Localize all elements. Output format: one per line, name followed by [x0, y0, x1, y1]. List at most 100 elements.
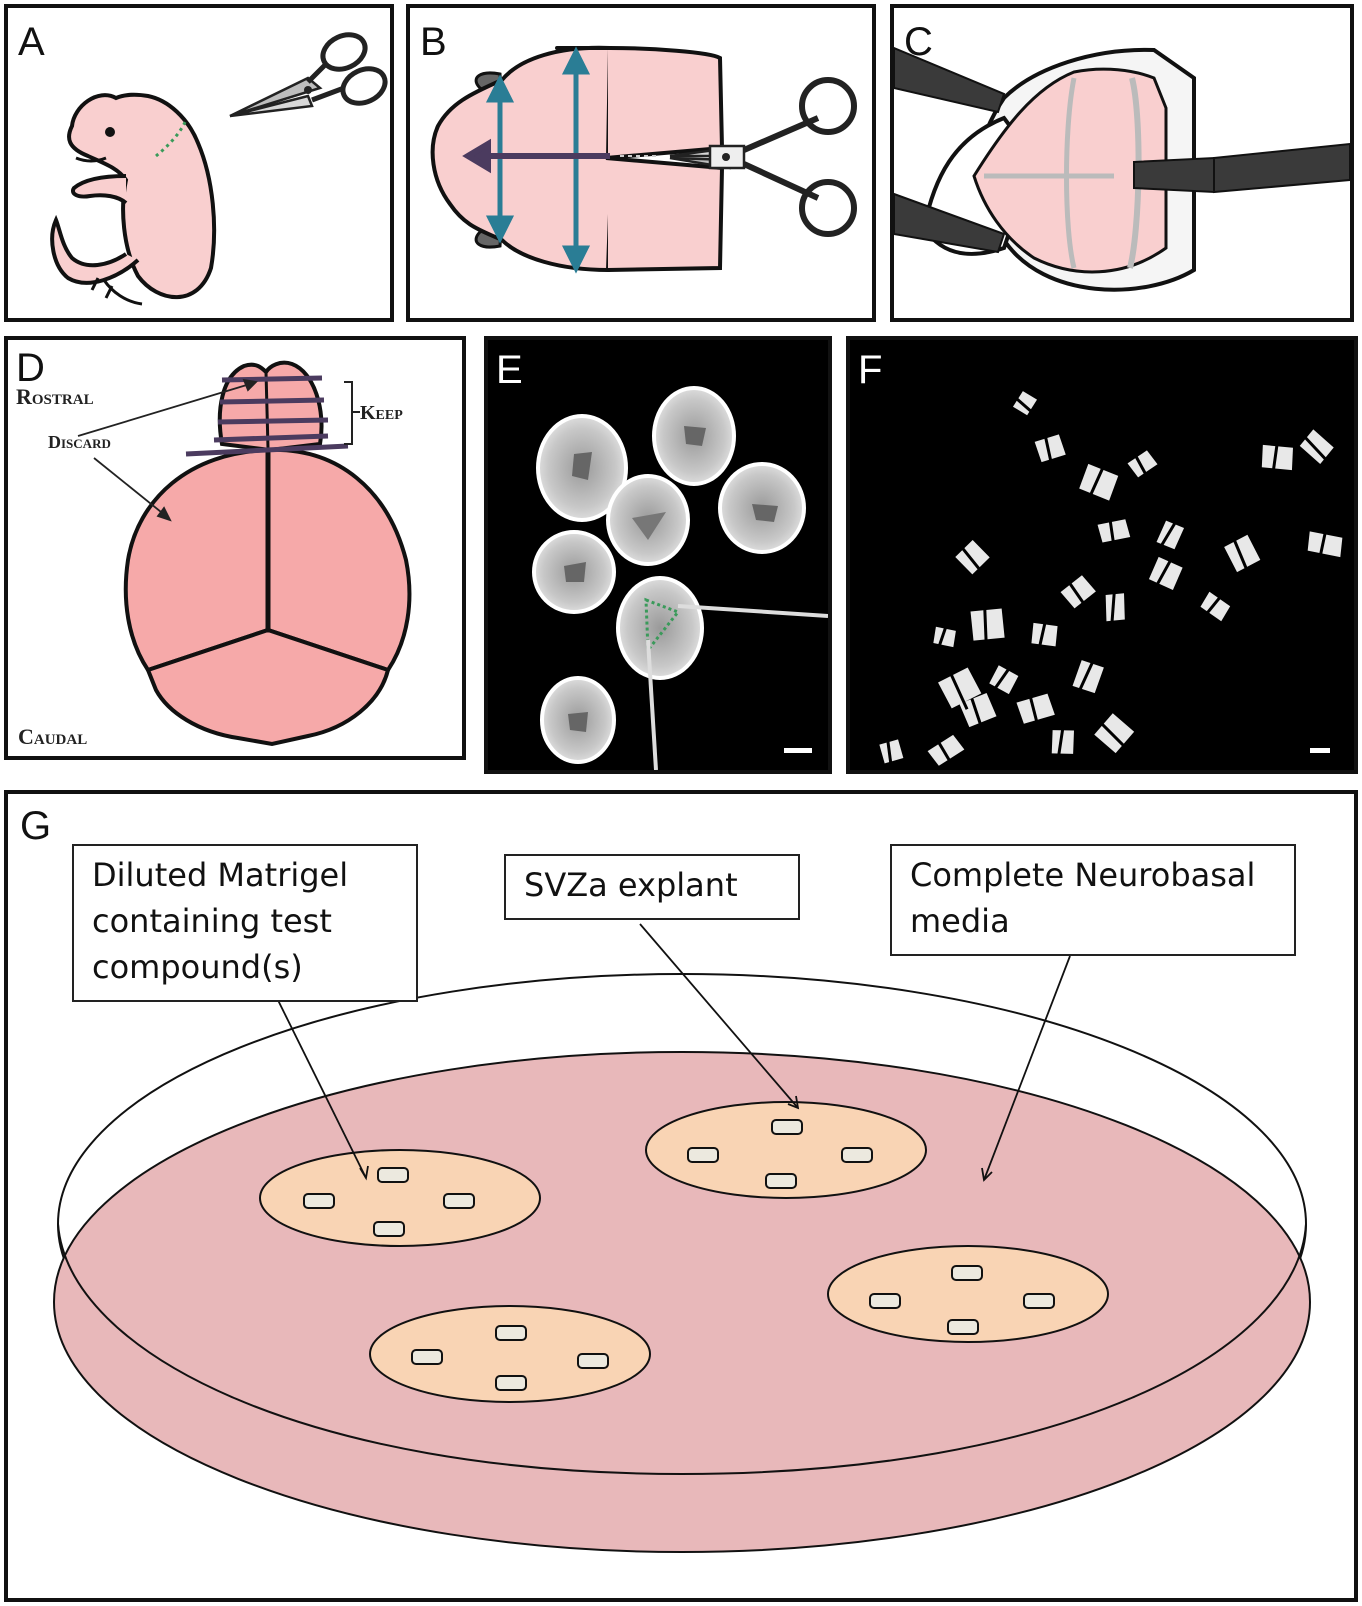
tissue-fragment	[1034, 434, 1066, 467]
tissue-fragment	[970, 605, 1005, 648]
purple-arrow	[462, 138, 610, 174]
panel-b-label: B	[420, 20, 447, 64]
neck-cut-line	[155, 119, 188, 158]
brain-slice-2	[652, 386, 736, 486]
culture-dish-diagram	[53, 923, 1311, 1553]
tissue-fragment	[1261, 441, 1293, 477]
brain-slice-6	[616, 576, 704, 680]
explant	[577, 1353, 609, 1369]
tissue-fragment	[1051, 725, 1074, 762]
brain-removal-illustration	[894, 46, 1350, 292]
tissue-fragment	[1094, 713, 1135, 754]
forceps-icon	[894, 46, 1350, 254]
tissue-fragment	[1224, 534, 1261, 576]
tissue-fragment	[955, 540, 990, 575]
brain-slice-5	[532, 530, 616, 614]
explant	[771, 1119, 803, 1135]
pup-front-paw	[71, 174, 128, 205]
panel-a-label: A	[18, 20, 45, 64]
explant	[495, 1375, 527, 1391]
brain-slice-1	[536, 414, 628, 522]
tissue-fragment	[1307, 529, 1343, 562]
tissue-fragment	[1016, 693, 1055, 728]
pup-illustration	[50, 32, 388, 306]
tissue-fragment	[989, 665, 1019, 695]
tissue-fragment	[879, 737, 904, 770]
explant	[377, 1167, 409, 1183]
panel-g-label: G	[20, 804, 52, 848]
explant	[411, 1349, 443, 1365]
tissue-fragment	[1060, 575, 1096, 609]
pup-body	[67, 92, 217, 300]
scissors-icon	[669, 77, 857, 237]
matrigel-droplet-1	[259, 1149, 541, 1247]
scissors-icon	[229, 32, 388, 118]
panel-c: C	[890, 4, 1354, 322]
panel-d: D Rostral Keep Discard Caudal	[4, 336, 466, 760]
brain-slice-4	[718, 462, 806, 554]
pup-hind-leg	[90, 277, 143, 306]
tissue-fragment	[927, 734, 965, 767]
discard-label: Discard	[48, 432, 111, 452]
tissue-fragment	[933, 624, 956, 652]
panel-d-label: D	[16, 346, 45, 390]
panel-a: A	[4, 4, 394, 322]
panel-f-label: F	[858, 348, 883, 392]
tissue-fragment	[1079, 463, 1119, 502]
tissue-fragment	[938, 667, 982, 710]
brain-slice-7	[540, 676, 616, 764]
panel-c-label: C	[904, 20, 933, 64]
svza-fragments-micrograph	[879, 391, 1343, 770]
cut-lines	[185, 375, 349, 457]
panel-g: G	[4, 790, 1358, 1602]
leader-arrows	[269, 923, 1071, 1182]
tissue-fragment	[1200, 591, 1231, 622]
brain-slice-3	[606, 474, 690, 566]
teal-arrows	[485, 46, 591, 274]
panel-b: B	[406, 4, 876, 322]
explant	[765, 1173, 797, 1189]
explant	[947, 1319, 979, 1335]
dissection-needles	[646, 604, 828, 770]
explant-callout: SVZa explant	[504, 854, 800, 920]
tissue-fragment	[1299, 429, 1334, 465]
tissue-fragment	[1148, 556, 1183, 591]
tissue-fragment	[1127, 450, 1158, 480]
panel-f: F	[846, 336, 1358, 774]
cerebellum	[145, 627, 391, 747]
matrigel-droplet-3	[827, 1245, 1109, 1343]
keep-label: Keep	[360, 402, 403, 424]
explant	[303, 1193, 335, 1209]
caudal-label: Caudal	[18, 724, 88, 749]
explant	[443, 1193, 475, 1209]
explant	[687, 1147, 719, 1163]
explant	[373, 1221, 405, 1237]
head-illustration	[430, 45, 857, 274]
discard-arrows	[77, 378, 258, 522]
explant	[869, 1293, 901, 1309]
tissue-fragment	[1072, 659, 1104, 696]
tissue-fragment	[1012, 391, 1038, 417]
scale-bar-e	[784, 748, 812, 753]
explant	[495, 1325, 527, 1341]
scale-bar-f	[1310, 748, 1330, 753]
coronal-slices-micrograph	[532, 386, 828, 770]
matrigel-droplet-2	[645, 1101, 927, 1199]
matrigel-droplet-4	[369, 1305, 651, 1403]
pup-eye	[105, 127, 115, 137]
rostral-label: Rostral	[16, 384, 94, 409]
media-callout: Complete Neurobasal media	[890, 844, 1296, 956]
panel-e-label: E	[496, 348, 523, 392]
tissue-fragment	[1097, 517, 1131, 549]
explant	[841, 1147, 873, 1163]
explant	[951, 1265, 983, 1281]
explant	[1023, 1293, 1055, 1309]
tissue-fragment	[1031, 620, 1058, 652]
tissue-fragment	[959, 692, 997, 731]
tissue-fragment	[1105, 589, 1125, 629]
panel-e: E	[484, 336, 832, 774]
brain-dorsal-illustration	[77, 360, 412, 747]
tissue-fragment	[1156, 519, 1185, 552]
matrigel-callout: Diluted Matrigel containing test compoun…	[72, 844, 418, 1002]
head-back	[555, 45, 725, 272]
